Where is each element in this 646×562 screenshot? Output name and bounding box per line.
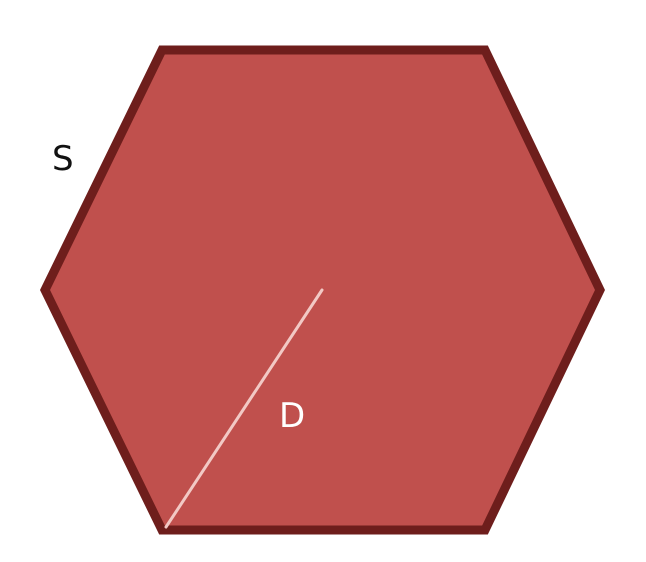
- radius-line: [164, 288, 324, 529]
- side-label: S: [52, 139, 74, 179]
- radius-label: D: [279, 396, 305, 436]
